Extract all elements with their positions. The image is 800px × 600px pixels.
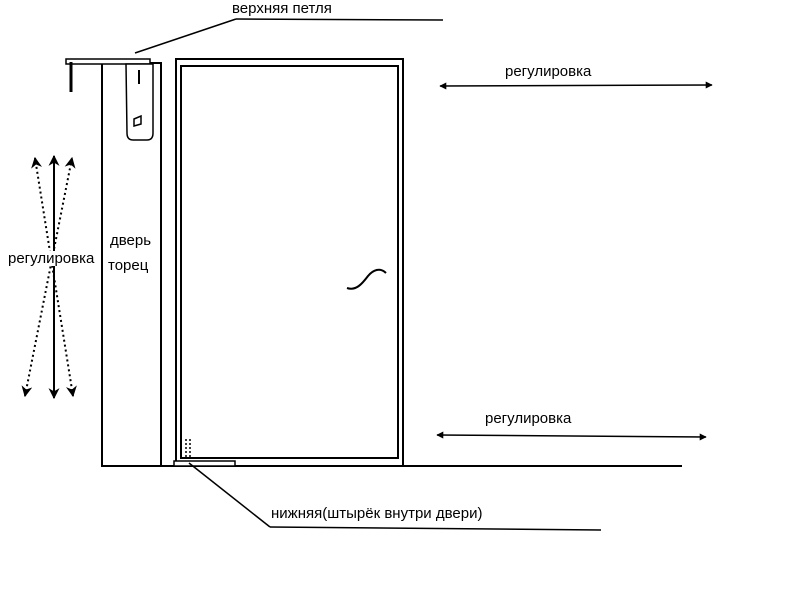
adjust-bottom-label: регулировка — [485, 410, 572, 427]
adjust-arrow-tilt-right — [21, 156, 76, 398]
top-hinge-body — [125, 63, 154, 141]
top-hinge-plate — [65, 58, 151, 65]
top-hinge-label: верхняя петля — [232, 0, 332, 17]
door-edge-label-line1: дверь — [110, 232, 152, 249]
door-frame-inner — [180, 65, 399, 459]
top-hinge-leader-upper — [235, 18, 444, 21]
bottom-hinge-plate — [173, 460, 236, 467]
adjust-arrow-top — [439, 81, 713, 90]
top-hinge-leader-diagonal — [134, 18, 237, 54]
adjust-left-label: регулировка — [8, 250, 95, 267]
top-hinge-keyhole — [133, 114, 142, 127]
door-frame-outer — [175, 58, 404, 467]
bottom-hinge-leader-diagonal — [188, 462, 271, 528]
adjust-top-label: регулировка — [505, 63, 592, 80]
door-handle-mark — [346, 268, 387, 290]
bottom-hinge-leader-lower — [269, 526, 602, 531]
bottom-hinge-label: нижняя(штырёк внутри двери) — [271, 505, 483, 522]
door-edge-label-line2: торец — [108, 257, 149, 274]
adjust-arrow-bottom — [436, 431, 707, 441]
